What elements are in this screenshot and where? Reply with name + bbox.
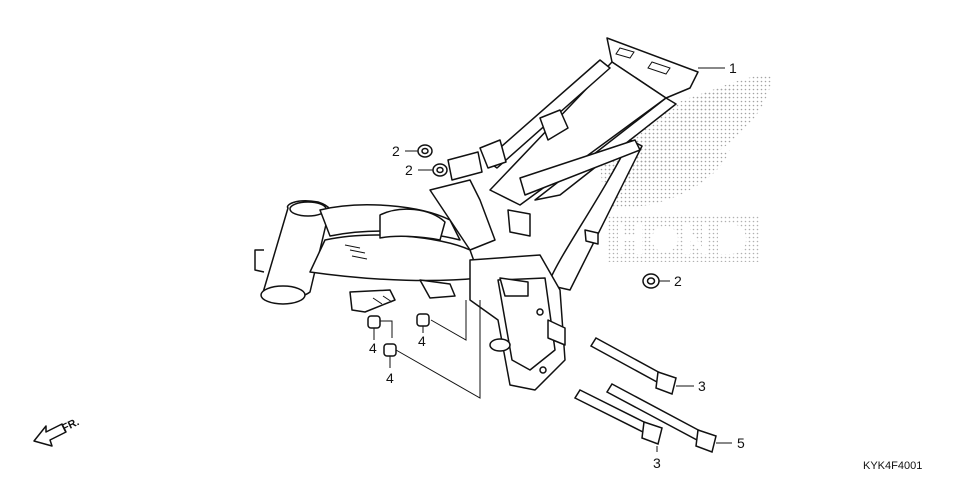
- front-arrow-icon: [33, 423, 67, 447]
- callout-2-top: 2: [392, 143, 400, 159]
- callout-5: 5: [737, 435, 745, 451]
- callout-4-middle: 4: [418, 333, 426, 349]
- callout-3-lower: 3: [653, 455, 661, 471]
- leader-lines: [373, 67, 732, 452]
- nut-part-2: [417, 144, 660, 289]
- callout-2-middle: 2: [405, 162, 413, 178]
- front-direction-indicator: FR.: [33, 416, 81, 447]
- diagram-code: KYK4F4001: [863, 460, 922, 472]
- frame-details: [344, 47, 671, 305]
- callout-2-right: 2: [674, 273, 682, 289]
- callout-4-bottom: 4: [386, 370, 394, 386]
- bolt-part-5: [605, 383, 717, 453]
- callout-3-upper: 3: [698, 378, 706, 394]
- callouts: 1 2 2 2 3 3 4 4 4 5: [369, 60, 745, 471]
- callout-4-left: 4: [369, 340, 377, 356]
- front-direction-label: FR.: [60, 416, 81, 435]
- brand-wing-watermark: [600, 74, 772, 262]
- bolt-part-3-lower: [573, 389, 663, 445]
- callout-1: 1: [729, 60, 737, 76]
- bolt-part-3-upper: [589, 337, 677, 395]
- frame-body: [254, 37, 699, 391]
